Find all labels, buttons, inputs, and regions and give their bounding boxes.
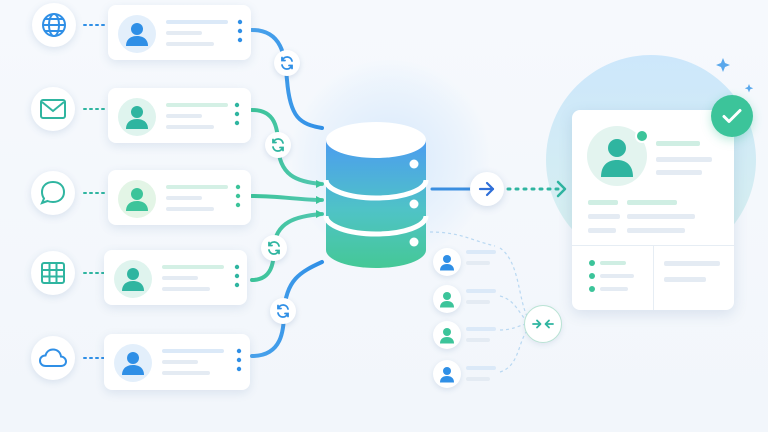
arrowhead	[316, 196, 324, 204]
source-record-card[interactable]	[104, 334, 250, 390]
text-line	[162, 287, 210, 291]
text-line	[166, 31, 202, 35]
text-line	[166, 196, 202, 200]
text-line	[166, 185, 228, 189]
person-icon	[118, 15, 156, 53]
sync-icon	[265, 132, 291, 158]
text-line	[656, 170, 702, 175]
text-line	[656, 141, 700, 146]
text-line	[466, 377, 490, 381]
text-line	[166, 207, 214, 211]
source-record-card[interactable]	[108, 170, 251, 225]
text-line	[166, 114, 202, 118]
arrow-right-icon[interactable]	[470, 172, 504, 206]
online-status-dot	[635, 129, 649, 143]
text-line	[166, 125, 214, 129]
duplicate-person-icon[interactable]	[433, 360, 461, 388]
text-line	[162, 265, 224, 269]
person-icon	[118, 180, 156, 218]
kebab-menu-icon[interactable]	[236, 348, 242, 376]
bullet	[589, 286, 595, 292]
sparkle-icons	[716, 58, 754, 93]
source-record-card[interactable]	[108, 88, 251, 143]
bullet	[589, 260, 595, 266]
text-line	[166, 42, 214, 46]
text-line	[588, 200, 618, 205]
divider	[653, 246, 654, 310]
text-line	[466, 338, 490, 342]
arrowheads	[316, 180, 324, 218]
text-line	[627, 200, 677, 205]
text-line	[162, 371, 210, 375]
text-line	[466, 366, 496, 370]
sparkle-icon	[716, 58, 730, 72]
text-line	[588, 214, 620, 219]
source-record-card[interactable]	[108, 5, 251, 60]
kebab-menu-icon[interactable]	[234, 102, 240, 130]
kebab-menu-icon[interactable]	[237, 19, 243, 47]
duplicate-person-icon[interactable]	[433, 248, 461, 276]
text-line	[588, 228, 616, 233]
mail-icon[interactable]	[31, 87, 75, 131]
text-line	[600, 261, 626, 265]
text-line	[466, 300, 490, 304]
bullet	[589, 273, 595, 279]
kebab-menu-icon[interactable]	[235, 184, 241, 212]
text-line	[162, 276, 198, 280]
sync-icon	[274, 50, 300, 76]
sparkle-icon	[744, 84, 754, 93]
text-line	[162, 349, 224, 353]
person-icon	[114, 260, 152, 298]
person-icon	[118, 98, 156, 136]
output-chevron	[556, 180, 567, 198]
text-line	[466, 250, 496, 254]
text-line	[664, 261, 720, 266]
text-line	[627, 228, 685, 233]
merge-arrows-icon[interactable]	[524, 305, 562, 343]
text-line	[656, 157, 712, 162]
arrowhead	[316, 180, 324, 188]
cloud-icon[interactable]	[31, 336, 75, 380]
arrowhead	[316, 210, 324, 218]
person-icon	[114, 344, 152, 382]
flow-line-1	[250, 28, 324, 130]
text-line	[600, 274, 634, 278]
text-line	[600, 287, 628, 291]
chat-bubble-icon[interactable]	[31, 171, 75, 215]
divider	[572, 245, 734, 246]
flow-line-3	[250, 194, 324, 202]
text-line	[166, 103, 228, 107]
source-record-card[interactable]	[104, 250, 247, 305]
unified-profile-card[interactable]	[572, 110, 734, 310]
sync-icon	[270, 298, 296, 324]
text-line	[162, 360, 198, 364]
kebab-menu-icon[interactable]	[234, 264, 240, 292]
duplicate-person-icon[interactable]	[433, 321, 461, 349]
text-line	[627, 214, 695, 219]
text-line	[664, 277, 706, 282]
table-icon[interactable]	[31, 251, 75, 295]
text-line	[166, 20, 228, 24]
database-icon	[323, 122, 429, 268]
text-line	[466, 289, 496, 293]
text-line	[466, 261, 490, 265]
check-icon	[711, 95, 753, 137]
globe-icon[interactable]	[32, 3, 76, 47]
duplicate-person-icon[interactable]	[433, 285, 461, 313]
text-line	[466, 327, 496, 331]
sync-icon	[261, 235, 287, 261]
dotted-links	[83, 24, 109, 359]
